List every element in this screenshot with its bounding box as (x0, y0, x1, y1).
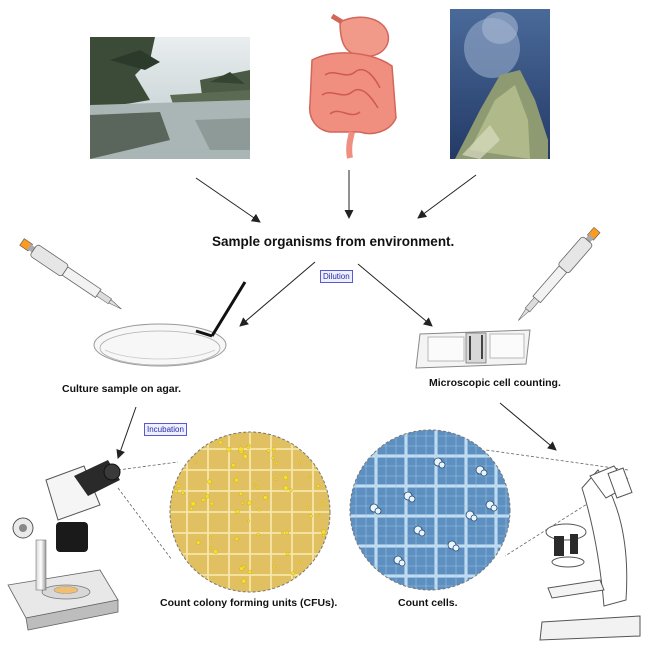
colony-grid-view (169, 431, 331, 593)
culture-caption: Culture sample on agar. (62, 383, 182, 395)
hemocytometer-slide-icon (415, 329, 531, 369)
incubation-tag: Incubation (144, 423, 187, 436)
cells-caption: Count cells. (398, 597, 458, 609)
pond-photo (90, 37, 250, 159)
arrow-vent-to-sample (417, 174, 477, 219)
pipette-icon (19, 238, 122, 310)
intestine-icon (308, 13, 397, 159)
stereo-microscope-icon (7, 460, 121, 631)
arrow-to-counting (357, 263, 433, 327)
arrow-pond-to-sample (195, 177, 261, 223)
hydrothermal-vent-photo (450, 9, 550, 159)
zoom-lines (117, 449, 629, 561)
pipette-icon (518, 226, 601, 321)
dilution-tag: Dilution (320, 270, 353, 283)
arrow-to-compound-microscope (499, 402, 557, 451)
arrow-to-stereo-microscope (116, 406, 137, 459)
cfu-caption: Count colony forming units (CFUs). (160, 597, 338, 609)
compound-microscope-icon (539, 465, 641, 641)
arrow-to-culture (239, 261, 316, 327)
sample-title: Sample organisms from environment. (212, 234, 455, 249)
petri-dish-icon (93, 281, 247, 367)
cell-grid-view (349, 429, 511, 591)
microscopic-caption: Microscopic cell counting. (429, 377, 561, 389)
